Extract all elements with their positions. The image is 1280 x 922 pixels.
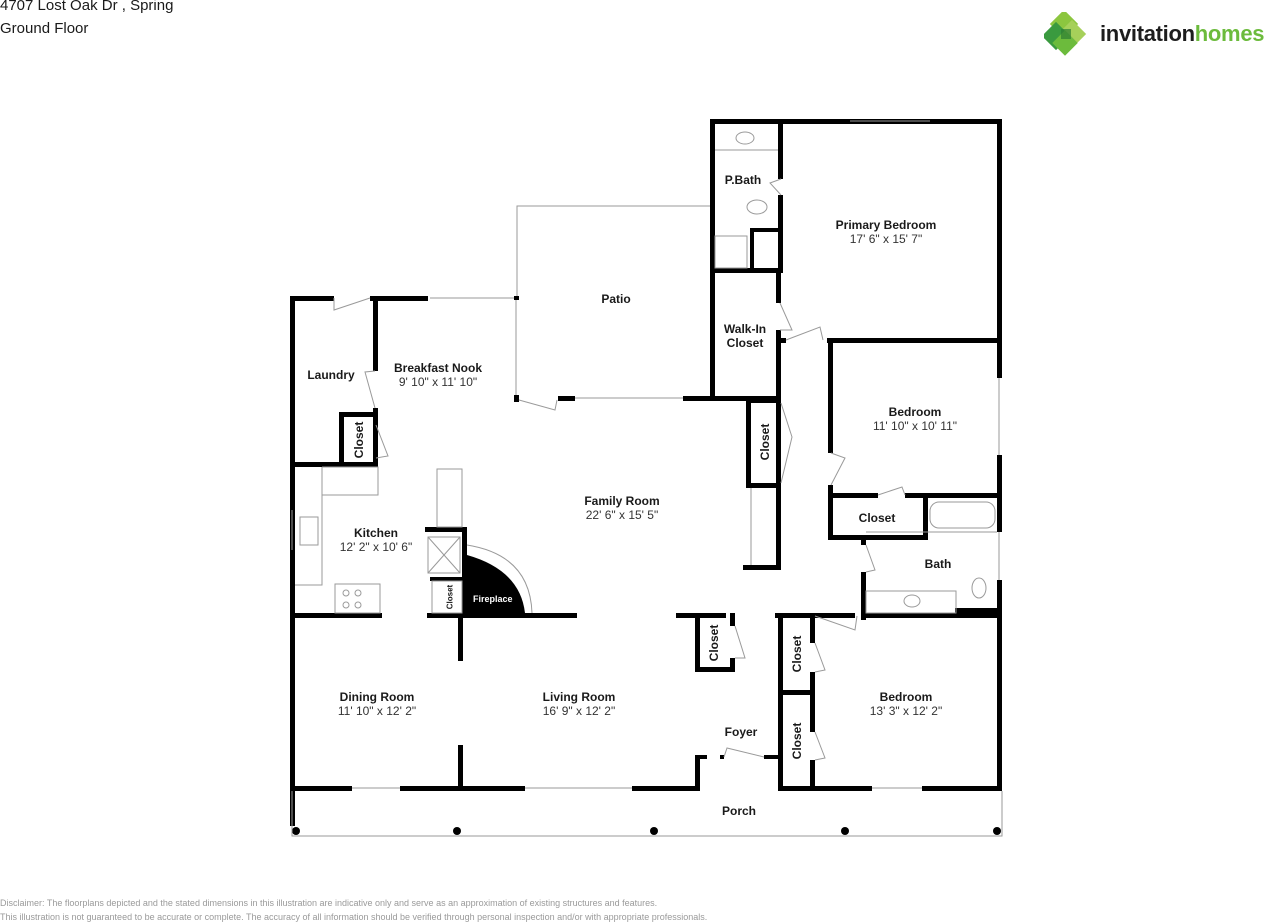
closet-bedroom-3-lower: Closet <box>790 722 804 760</box>
logo-diamond-icon <box>1044 12 1087 56</box>
room-p-bath: P.Bath <box>724 173 762 187</box>
fireplace-label: Fireplace <box>473 594 513 604</box>
closet-laundry: Closet <box>352 421 366 459</box>
closet-fireplace: Closet <box>445 584 455 610</box>
disclaimer-line-1: Disclaimer: The floorplans depicted and … <box>0 898 658 908</box>
property-address: 4707 Lost Oak Dr , Spring <box>0 0 174 14</box>
closet-hallway: Closet <box>758 423 772 461</box>
closet-bedroom-3-upper: Closet <box>790 635 804 673</box>
room-laundry: Laundry <box>307 368 355 382</box>
closet-foyer: Closet <box>707 624 721 662</box>
room-patio: Patio <box>601 292 631 306</box>
room-foyer: Foyer <box>724 725 758 739</box>
closet-bedroom-2: Closet <box>858 511 896 525</box>
floor-label: Ground Floor <box>0 20 89 37</box>
disclaimer-line-2: This illustration is not guaranteed to b… <box>0 912 708 922</box>
invitation-homes-logo: invitationhomes <box>1044 12 1280 58</box>
room-bath: Bath <box>924 557 952 571</box>
logo-wordmark: invitationhomes <box>1100 21 1265 46</box>
room-porch: Porch <box>721 804 757 818</box>
